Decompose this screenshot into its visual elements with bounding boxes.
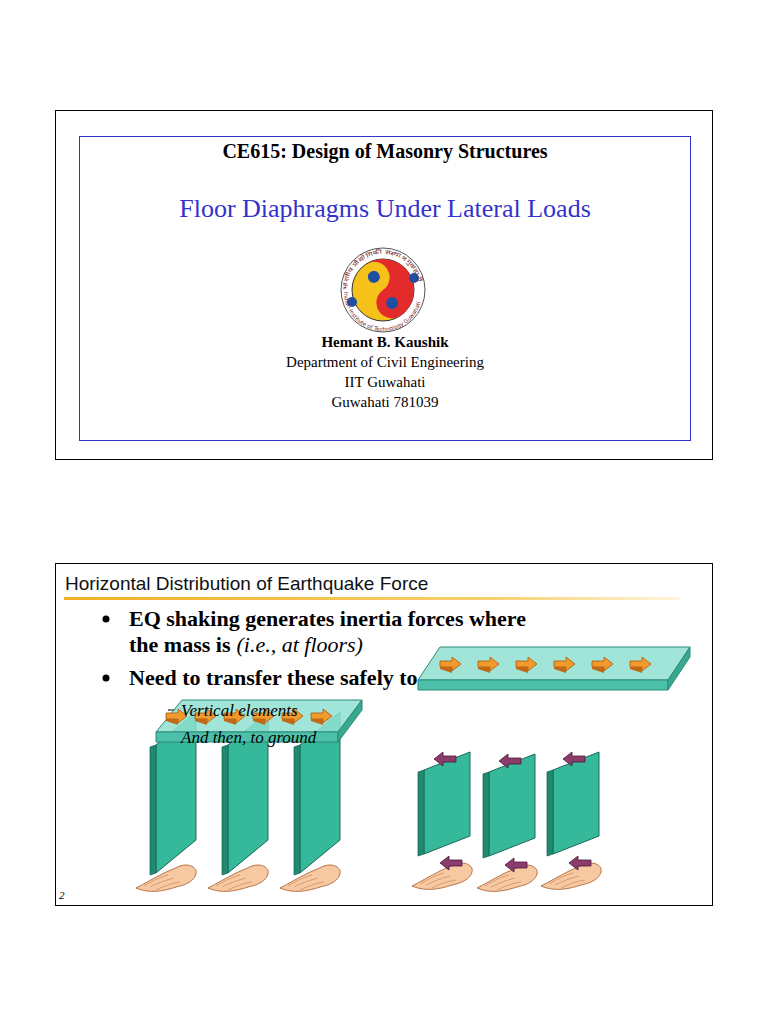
inertia-force-arrows	[478, 657, 499, 673]
author-name: Hemant B. Kaushik	[56, 333, 714, 351]
address-line: Guwahati 781039	[56, 393, 714, 411]
ground-hands	[477, 865, 537, 891]
address-line: IIT Guwahati	[56, 373, 714, 391]
institute-logo: भारतीय प्रौद्योगिकी संस्थान गुवाहाटी Ind…	[341, 247, 426, 332]
ground-hands	[208, 865, 268, 891]
institute-logo	[365, 269, 382, 286]
logo-ring-text: भारतीय प्रौद्योगिकी संस्थान गुवाहाटी	[341, 248, 424, 290]
reaction-arrows	[499, 754, 521, 768]
lecture-title: Floor Diaphragms Under Lateral Loads	[56, 194, 714, 224]
inertia-force-arrows	[592, 657, 613, 673]
bullet	[103, 616, 110, 623]
floor-slab	[418, 680, 668, 690]
reaction-arrows	[505, 858, 527, 872]
ground-hands	[136, 865, 340, 891]
ground-hands	[412, 863, 472, 889]
wall-panel	[150, 745, 156, 875]
ground-hands	[541, 863, 601, 889]
ground-hands	[280, 865, 340, 891]
reaction-arrows	[434, 752, 585, 768]
inertia-force-arrows	[516, 657, 537, 673]
title-slide: CE615: Design of Masonry StructuresFloor…	[55, 110, 713, 460]
content-slide: Horizontal Distribution of Earthquake Fo…	[55, 563, 713, 906]
title-underline	[64, 597, 680, 600]
inertia-force-arrows	[311, 709, 332, 725]
wall-panel	[418, 770, 424, 856]
wall-panel	[222, 745, 228, 875]
bullet	[103, 675, 110, 682]
sub-bullet-text: Vertical elements	[181, 700, 581, 722]
slide-heading: Horizontal Distribution of Earthquake Fo…	[65, 572, 705, 596]
bullet-paragraph: EQ shaking generates inertia forces wher…	[129, 606, 529, 658]
wall-panel	[294, 745, 300, 875]
address-line: Department of Civil Engineering	[56, 353, 714, 371]
floor-slab	[338, 700, 362, 742]
course-title: CE615: Design of Masonry Structures	[56, 139, 714, 163]
reaction-arrows	[563, 752, 585, 766]
wall-panel	[547, 770, 553, 856]
wall-panel	[418, 752, 599, 858]
reaction-arrows	[434, 752, 456, 766]
inertia-force-arrows	[630, 657, 651, 673]
ground-hands	[412, 863, 601, 891]
sub-bullet-text: And then, to ground	[181, 727, 581, 749]
floor-slab	[668, 647, 690, 690]
inertia-force-arrows	[554, 657, 575, 673]
reaction-arrows	[569, 856, 591, 870]
wall-panel	[489, 754, 535, 856]
reaction-arrows	[440, 856, 591, 872]
logo-ring-text: भारतीय प्रौद्योगिकी संस्थान गुवाहाटी	[341, 248, 424, 290]
logo-ring-text: Indian Institute of Technology Guwahati	[343, 292, 422, 332]
bullet-note: (i.e., at floors)	[236, 632, 363, 657]
inertia-force-arrows	[440, 657, 651, 673]
wall-panel	[553, 752, 599, 854]
wall-panel	[483, 772, 489, 858]
logo-ring-text: Indian Institute of Technology Guwahati	[343, 292, 422, 332]
ground-hands	[136, 865, 196, 891]
inertia-force-arrows	[440, 657, 461, 673]
page-number: 2	[59, 889, 65, 902]
floor-slab	[418, 647, 690, 690]
floor-slab	[418, 647, 690, 680]
reaction-arrows	[440, 856, 462, 870]
exploded-building	[412, 647, 690, 891]
bullet-text: Need to transfer these safely to	[129, 665, 689, 691]
institute-logo	[384, 295, 401, 312]
wall-panel	[424, 752, 470, 854]
